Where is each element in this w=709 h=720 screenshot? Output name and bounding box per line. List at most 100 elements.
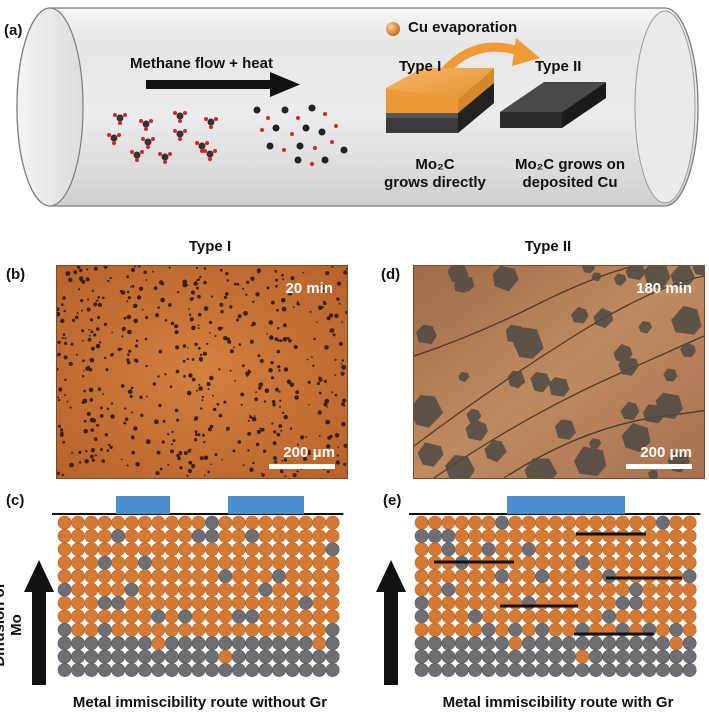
nucleus-dot [300, 435, 304, 439]
cu-atom [313, 583, 326, 596]
cu-atom [192, 596, 205, 609]
mo-atom [415, 663, 428, 676]
nucleus-dot [171, 431, 173, 433]
mo-atom [71, 650, 84, 663]
mo-atom [138, 556, 151, 569]
cu-atom [576, 610, 589, 623]
nucleus-dot [277, 433, 281, 437]
mo-atom [125, 663, 138, 676]
cu-atom [179, 570, 192, 583]
cu-atom [603, 516, 616, 529]
nucleus-dot [327, 470, 330, 473]
cu-atom [643, 556, 656, 569]
mo-atom [509, 650, 522, 663]
nucleus-dot [200, 456, 204, 460]
mo-atom [299, 663, 312, 676]
nucleus-dot [308, 404, 310, 406]
cu-atom [152, 570, 165, 583]
mo-atom [469, 610, 482, 623]
nucleus-dot [234, 380, 236, 382]
cu-atom [482, 570, 495, 583]
nucleus-dot [69, 362, 73, 366]
nucleus-dot [324, 345, 329, 350]
cu-atom [576, 583, 589, 596]
cu-atom [549, 596, 562, 609]
nucleus-dot [342, 399, 346, 403]
mo-atom [643, 650, 656, 663]
mo-atom [455, 637, 468, 650]
cu-atom [98, 583, 111, 596]
nucleus-dot [174, 324, 178, 328]
nucleus-dot [133, 304, 138, 309]
nucleus-dot [176, 370, 180, 374]
cu-atom [205, 570, 218, 583]
nucleus-dot [192, 466, 195, 469]
nucleus-dot [122, 329, 125, 332]
nucleus-dot [121, 384, 125, 388]
cu-atom [482, 583, 495, 596]
nucleus-dot [93, 333, 96, 336]
mo-atom [98, 556, 111, 569]
cu-atom [562, 623, 575, 636]
nucleus-dot [273, 456, 277, 460]
cu-atom [299, 583, 312, 596]
cu-atom [85, 516, 98, 529]
cu-atom [272, 529, 285, 542]
cu-atom [165, 543, 178, 556]
cu-atom [656, 529, 669, 542]
cu-atom [428, 610, 441, 623]
cu-atom [562, 570, 575, 583]
nucleus-dot [192, 378, 196, 382]
nucleus-dot [58, 425, 61, 428]
nucleus-dot [91, 347, 95, 351]
nucleus-dot [81, 310, 83, 312]
nucleus-dot [170, 385, 173, 388]
cu-atom [428, 543, 441, 556]
nucleus-dot [280, 339, 283, 342]
cu-atom [232, 570, 245, 583]
nucleus-dot [192, 358, 195, 361]
cu-atom [246, 583, 259, 596]
nucleus-dot [204, 267, 207, 270]
nucleus-dot [83, 370, 85, 372]
mo-atom [179, 650, 192, 663]
cu-atom [286, 596, 299, 609]
cu-atom [125, 610, 138, 623]
cu-atom [576, 529, 589, 542]
nucleus-dot [99, 341, 101, 343]
nucleus-dot [282, 307, 287, 312]
nucleus-dot [252, 301, 254, 303]
cu-atom [455, 596, 468, 609]
nucleus-dot [130, 286, 132, 288]
nucleus-dot [180, 454, 182, 456]
nucleus-dot [111, 332, 113, 334]
mo-atom [482, 637, 495, 650]
cu-atom [683, 623, 696, 636]
nucleus-dot [221, 327, 223, 329]
nucleus-dot [57, 396, 59, 398]
cu-atom [192, 556, 205, 569]
nucleus-dot [206, 343, 208, 345]
cu-atom [179, 583, 192, 596]
mo-atom [683, 650, 696, 663]
mo-atom [495, 650, 508, 663]
time-label-b: 20 min [285, 280, 333, 297]
cu-atom [286, 556, 299, 569]
mo-atom [313, 663, 326, 676]
cu-atom [536, 556, 549, 569]
caption-e: Metal immiscibility route with Gr [408, 694, 708, 712]
cu-atom [455, 516, 468, 529]
nucleus-dot [275, 279, 278, 282]
mo-atom [313, 650, 326, 663]
nucleus-dot [335, 433, 340, 438]
nucleus-dot [319, 435, 321, 437]
cu-atom [232, 529, 245, 542]
mo-atom [112, 637, 125, 650]
cu-atom [165, 570, 178, 583]
mo-atom [616, 596, 629, 609]
cu-atom [509, 637, 522, 650]
cu-atom [326, 529, 339, 542]
nucleus-dot [145, 338, 148, 341]
nucleus-dot [89, 388, 94, 393]
nucleus-dot [283, 323, 287, 327]
